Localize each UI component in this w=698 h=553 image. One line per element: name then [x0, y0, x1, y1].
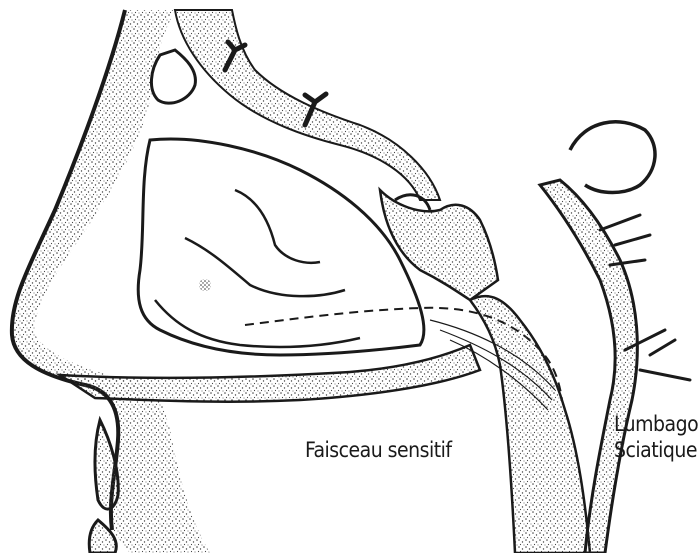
label-lumbago: Lumbago: [614, 412, 698, 436]
nasopharynx-wall: [470, 296, 590, 553]
frontal-sinus: [151, 50, 195, 103]
label-faisceau-sensitif: Faisceau sensitif: [305, 438, 452, 462]
upper-lip: [95, 420, 118, 509]
nasal-cavity: [138, 139, 424, 355]
sensory-spot: [199, 279, 211, 291]
posterior-hook: [570, 122, 655, 193]
label-sciatique: Sciatique: [614, 438, 697, 462]
